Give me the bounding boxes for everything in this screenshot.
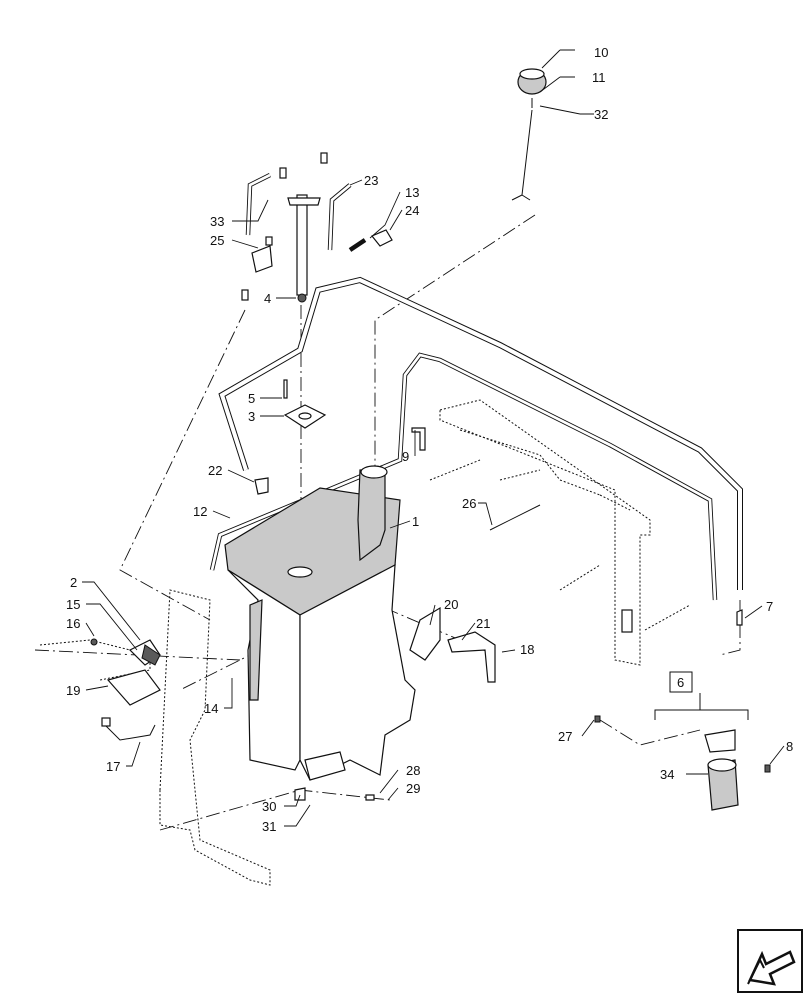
fuel-sender [283,194,327,429]
fuel-pump [90,638,161,741]
callout-26: 26 [462,496,476,511]
fuel-tank [224,465,416,781]
callout-10: 10 [594,45,608,60]
callout-14: 14 [204,701,218,716]
callout-17: 17 [106,759,120,774]
callout-20: 20 [444,597,458,612]
callout-28: 28 [406,763,420,778]
callout-19: 19 [66,683,80,698]
water-separator-filter [594,671,771,811]
inline-filter [241,152,328,301]
callout-29: 29 [406,781,420,796]
callout-8: 8 [786,739,793,754]
callout-24: 24 [405,203,419,218]
callout-11: 11 [592,70,606,85]
leader-lines [82,49,785,827]
callout-12: 12 [193,504,207,519]
callout-25: 25 [210,233,224,248]
filler-cap [511,68,547,201]
callout-7: 7 [766,599,773,614]
callout-5: 5 [248,391,255,406]
callout-15: 15 [66,597,80,612]
callout-2: 2 [70,575,77,590]
fuel-lines [209,172,743,601]
callout-9: 9 [402,449,409,464]
callout-31: 31 [262,819,276,834]
callout-4: 4 [264,291,271,306]
callout-21: 21 [476,616,490,631]
callout-27: 27 [558,729,572,744]
callout-1: 1 [412,514,419,529]
callout-13: 13 [405,185,419,200]
mounting-frame [429,399,691,666]
callout-33: 33 [210,214,224,229]
arrow-navigation-icon[interactable] [737,929,803,993]
callout-30: 30 [262,799,276,814]
callout-23: 23 [364,173,378,188]
callout-3: 3 [248,409,255,424]
callout-18: 18 [520,642,534,657]
callout-32: 32 [594,107,608,122]
callout-6: 6 [677,675,684,690]
callout-16: 16 [66,616,80,631]
left-bracket [39,589,271,886]
small-parts [254,229,743,801]
callout-34: 34 [660,767,674,782]
callout-22: 22 [208,463,222,478]
callout-labels: 10 11 32 23 13 24 33 25 4 5 3 9 22 26 12… [66,45,793,834]
